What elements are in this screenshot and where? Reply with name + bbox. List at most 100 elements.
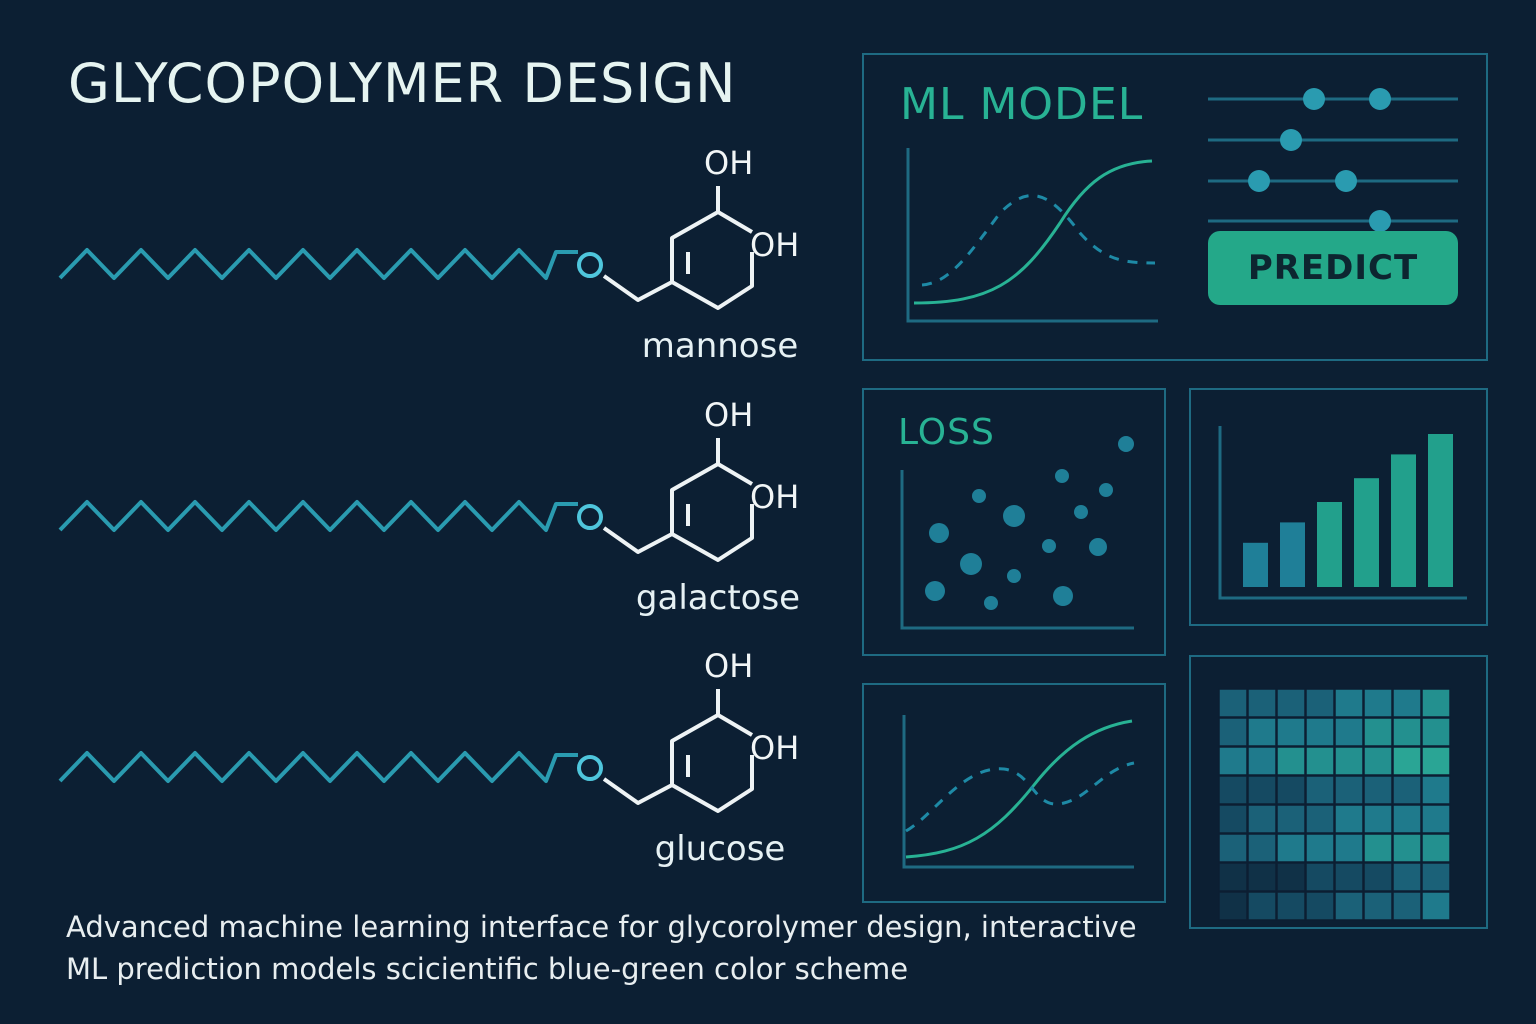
oh-right-label: OH — [750, 478, 800, 516]
heatmap-cell — [1363, 775, 1393, 805]
heatmap-cell — [1334, 862, 1364, 892]
heatmap-cell — [1421, 862, 1451, 892]
heatmap-cell — [1334, 688, 1364, 718]
heatmap-cell — [1247, 804, 1277, 834]
heatmap-cell — [1276, 891, 1306, 921]
oh-right-label: OH — [750, 226, 800, 264]
slider-handle[interactable] — [1248, 170, 1270, 192]
ml-model-panel: ML MODEL PREDICT — [862, 53, 1488, 361]
chart-axes — [902, 715, 1134, 869]
oh-top-label: OH — [704, 647, 754, 685]
heatmap-cell — [1421, 804, 1451, 834]
curve-chart — [902, 715, 1135, 869]
dashed-curve — [921, 194, 1156, 287]
heatmap-cell — [1334, 891, 1364, 921]
oh-right-label: OH — [750, 729, 800, 767]
heatmap-cell — [1276, 833, 1306, 863]
heatmap-cell — [1363, 804, 1393, 834]
heatmap-cell — [1218, 833, 1248, 863]
slider-handle[interactable] — [1369, 88, 1391, 110]
loss-title: LOSS — [898, 412, 995, 453]
bar — [1354, 478, 1379, 587]
heatmap-cell — [1392, 862, 1422, 892]
scatter-points — [925, 436, 1134, 610]
heatmap-cell — [1363, 833, 1393, 863]
molecule-structure — [58, 689, 754, 813]
slider-handle[interactable] — [1280, 129, 1302, 151]
chart-axes — [1218, 426, 1467, 600]
heatmap-cell — [1363, 891, 1393, 921]
heatmap-cell — [1247, 746, 1277, 776]
heatmap-cell — [1363, 746, 1393, 776]
heatmap-cell — [1392, 775, 1422, 805]
heatmap-grid — [1218, 688, 1451, 921]
bar — [1428, 434, 1453, 587]
heatmap-cell — [1392, 833, 1422, 863]
parameter-sliders — [1208, 85, 1460, 235]
footer-line-2: ML prediction models scicientific blue-g… — [66, 952, 909, 986]
heatmap-cell — [1247, 862, 1277, 892]
curve-chart-panel — [862, 683, 1166, 903]
heatmap-cell — [1392, 717, 1422, 747]
heatmap-cell — [1247, 688, 1277, 718]
heatmap-cell — [1305, 775, 1335, 805]
heatmap-cell — [1218, 746, 1248, 776]
predict-button[interactable]: PREDICT — [1208, 231, 1458, 305]
slider-handle[interactable] — [1335, 170, 1357, 192]
oh-top-label: OH — [704, 396, 754, 434]
molecule-mannose: OH OH mannose — [0, 140, 860, 390]
polymer-chain — [58, 751, 578, 783]
molecule-glucose: OH OH glucose — [0, 643, 860, 893]
molecule-name-label: glucose — [654, 829, 786, 869]
slider-handle[interactable] — [1369, 210, 1391, 232]
sigmoid-curve — [905, 719, 1133, 859]
page-title: GLYCOPOLYMER DESIGN — [68, 52, 737, 115]
chart-axes — [900, 470, 1134, 630]
heatmap-cell — [1334, 775, 1364, 805]
chart-axes — [906, 148, 1158, 323]
heatmap-cell — [1218, 862, 1248, 892]
sugar-ring — [602, 186, 754, 310]
heatmap-cell — [1305, 804, 1335, 834]
heatmap-cell — [1392, 746, 1422, 776]
sugar-ring — [602, 438, 754, 562]
molecule-structure — [58, 438, 754, 562]
heatmap-cell — [1276, 717, 1306, 747]
bar — [1280, 522, 1305, 587]
heatmap-cell — [1421, 688, 1451, 718]
heatmap-cell — [1363, 688, 1393, 718]
loss-panel: LOSS — [862, 388, 1166, 656]
description-footer: Advanced machine learning interface for … — [66, 906, 1166, 990]
oxygen-atom — [577, 755, 603, 781]
heatmap-cell — [1247, 775, 1277, 805]
bar — [1317, 502, 1342, 587]
heatmap-cell — [1421, 717, 1451, 747]
heatmap-cell — [1218, 804, 1248, 834]
heatmap-cell — [1276, 688, 1306, 718]
ml-model-curve-chart — [906, 148, 1158, 323]
heatmap-cell — [1218, 775, 1248, 805]
heatmap-cell — [1421, 746, 1451, 776]
heatmap-cell — [1305, 891, 1335, 921]
sugar-ring — [602, 689, 754, 813]
heatmap-cell — [1305, 746, 1335, 776]
bar — [1243, 542, 1268, 587]
heatmap-cell — [1421, 833, 1451, 863]
heatmap-cell — [1276, 775, 1306, 805]
heatmap-cell — [1218, 688, 1248, 718]
heatmap-cell — [1218, 891, 1248, 921]
bar-chart — [1218, 426, 1467, 600]
heatmap-cell — [1247, 891, 1277, 921]
heatmap-cell — [1334, 804, 1364, 834]
slider-handle[interactable] — [1303, 88, 1325, 110]
oxygen-atom — [577, 504, 603, 530]
footer-line-1: Advanced machine learning interface for … — [66, 910, 1137, 944]
heatmap-cell — [1392, 891, 1422, 921]
polymer-chain — [58, 248, 578, 280]
heatmap-cell — [1334, 833, 1364, 863]
heatmap-cell — [1334, 746, 1364, 776]
heatmap-cell — [1363, 717, 1393, 747]
sigmoid-curve — [913, 159, 1153, 305]
molecule-structure — [58, 186, 754, 310]
heatmap-cell — [1392, 688, 1422, 718]
